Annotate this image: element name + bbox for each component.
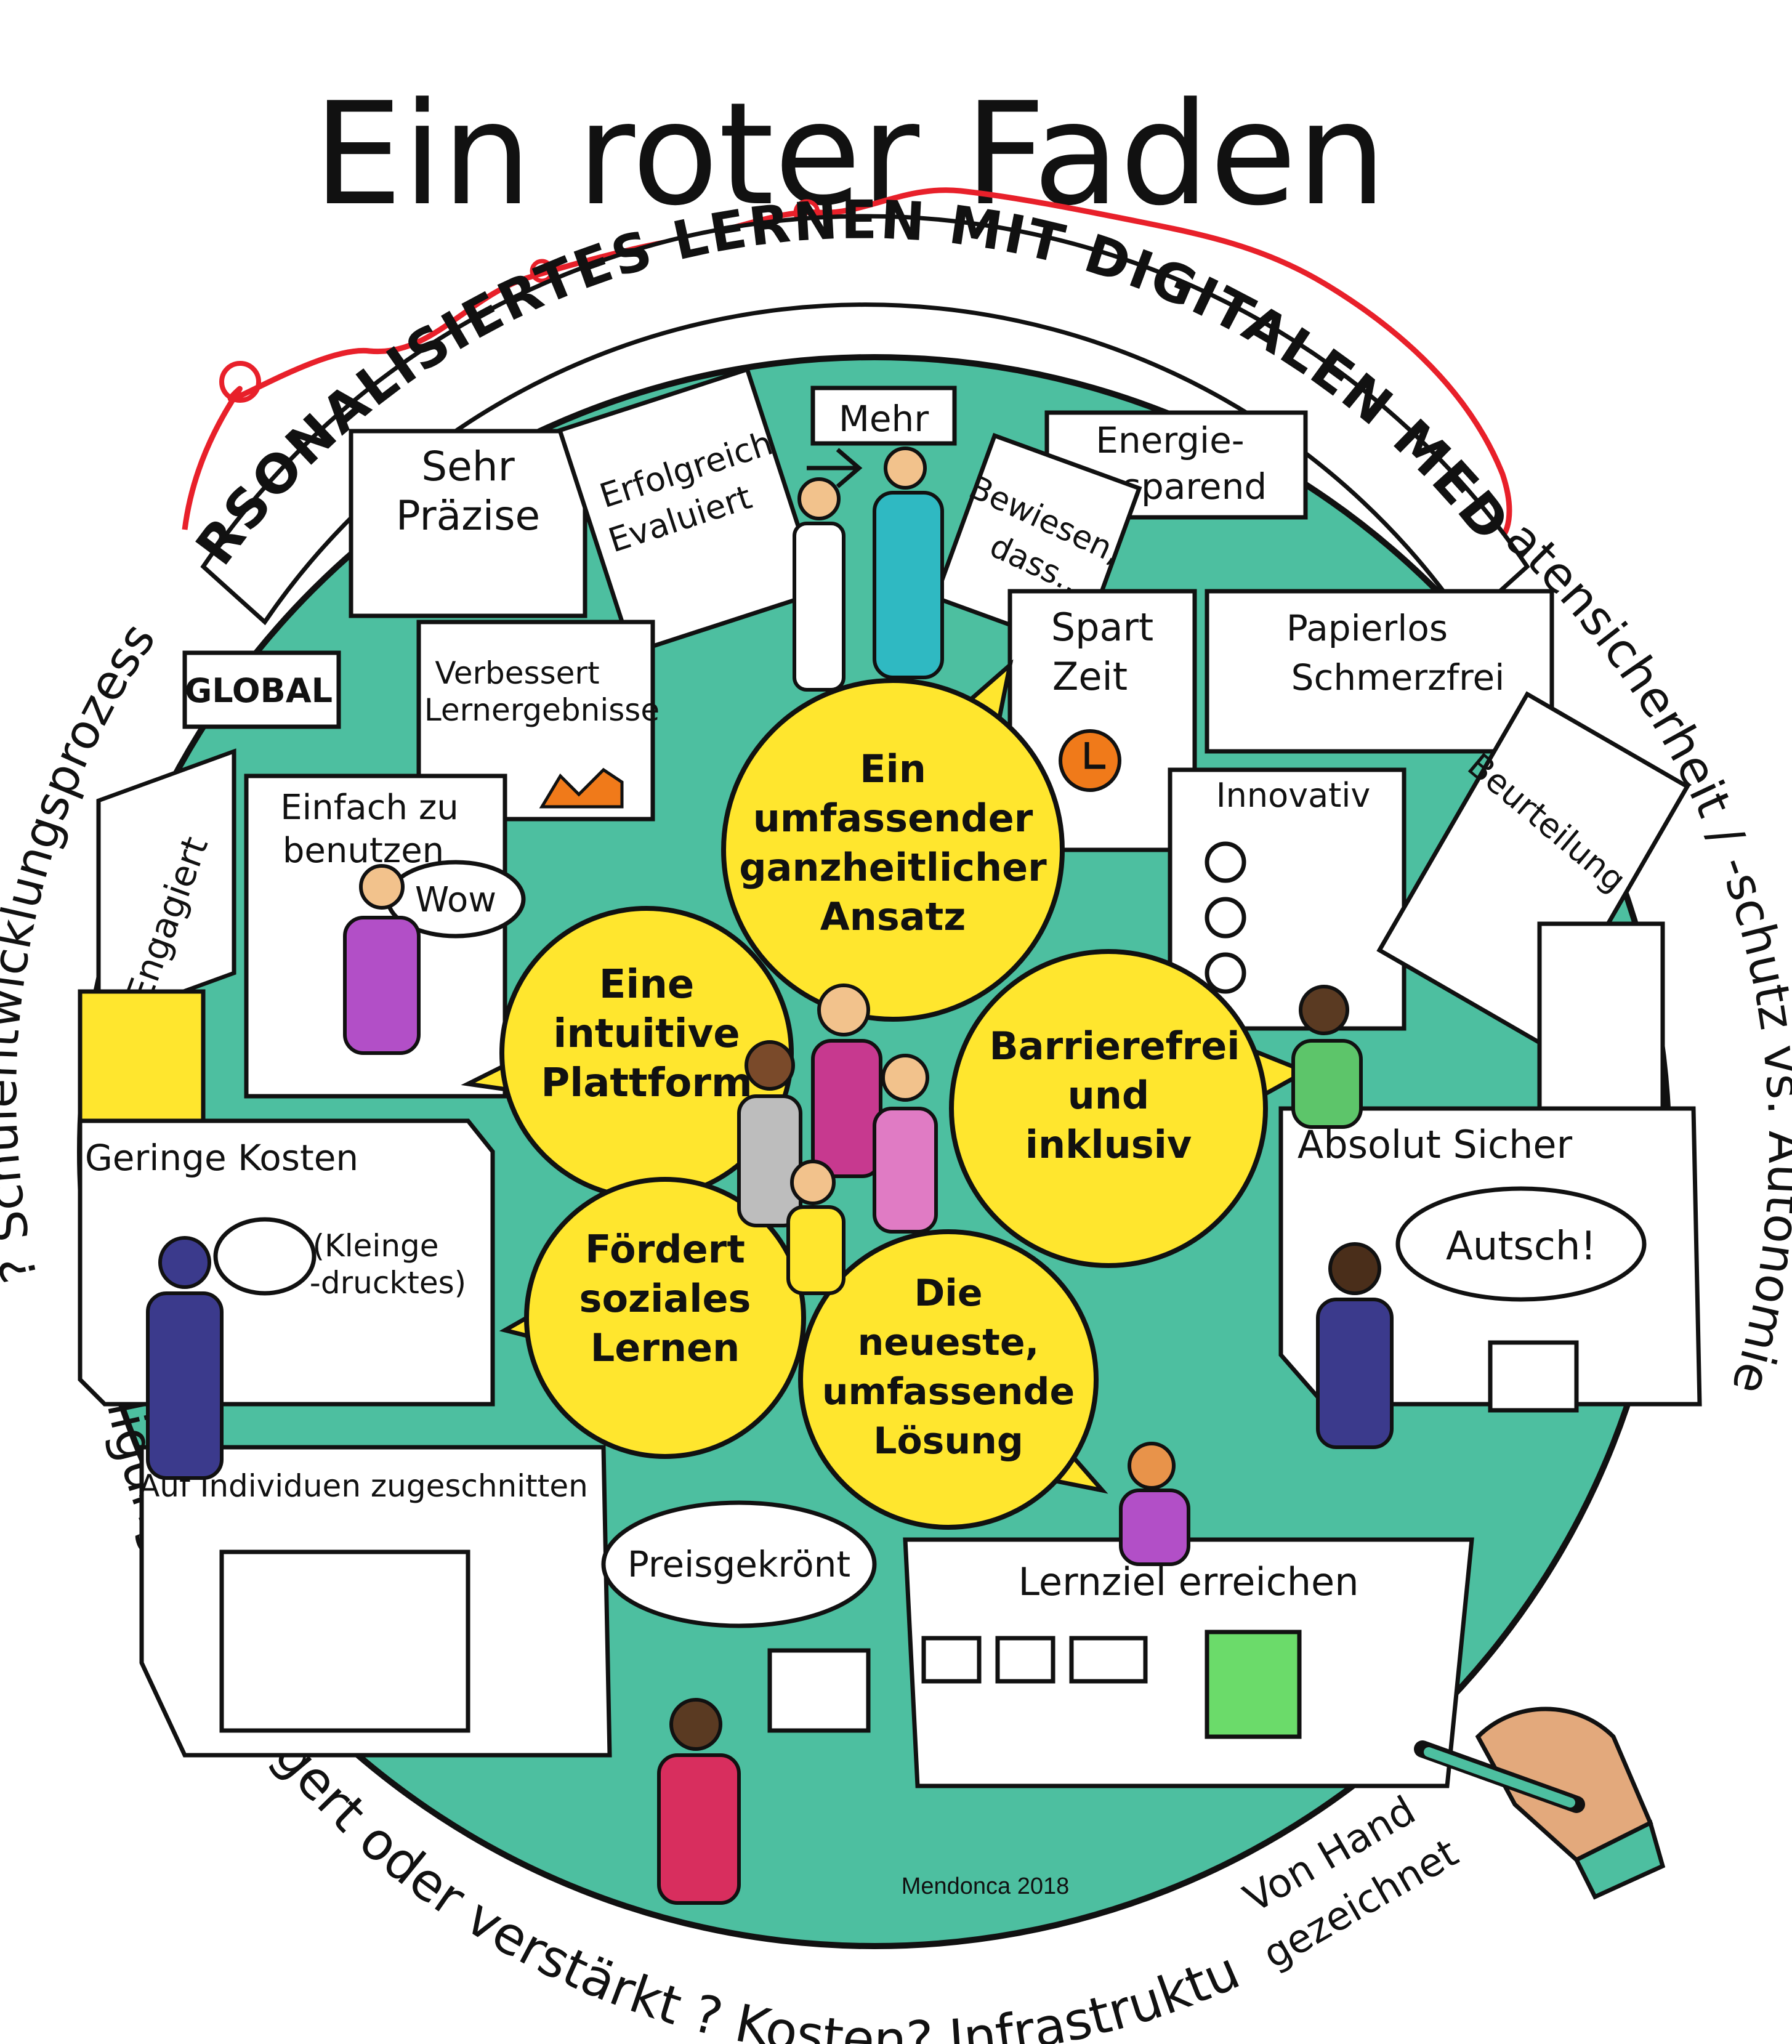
person-figure [793,477,846,692]
bubble-sozial: Fördert soziales Lernen [499,1177,806,1459]
svg-text:Plattform: Plattform [541,1060,752,1106]
bubble-intuitiv: Eine intuitive Plattform [461,906,794,1200]
svg-text:inklusiv: inklusiv [1025,1122,1192,1167]
autsch-text: Autsch! [1446,1224,1596,1269]
person-figure [1291,985,1363,1129]
sign-lernziel-text: Lernziel erreichen [1018,1559,1358,1604]
locker-box [78,989,206,1136]
arrow-right-icon [807,448,863,488]
sign-schmerzfrei-text: Schmerzfrei [1291,656,1505,698]
sign-geringe-kosten-text: Geringe Kosten [85,1137,358,1179]
photo-thumb [921,1636,982,1684]
clock-hands [1084,742,1105,769]
person-figure [1316,1242,1394,1449]
svg-text:Ansatz: Ansatz [820,894,966,939]
dial-icon [1205,841,1246,883]
heading-band [200,214,1530,626]
kiosk-screen [767,1648,871,1733]
sign-beurteilung [1376,691,1690,1046]
artist-credit: Mendonca 2018 [902,1873,1070,1899]
sign-energie-2: sparend [1123,466,1267,507]
svg-text:Barrierefrei: Barrierefrei [989,1024,1240,1068]
bubble-neueste: Die neueste, umfassende Lösung [798,1229,1108,1530]
svg-text:Lernen: Lernen [591,1325,740,1370]
sign-innovativ-text: Innovativ [1216,776,1371,815]
people-group [737,984,938,1295]
sign-mehr [810,386,957,446]
person-figure [657,1698,741,1905]
target-stand [1205,1630,1302,1739]
dial-icon [1205,897,1246,939]
svg-text:Die: Die [914,1272,982,1315]
svg-text:Lösung: Lösung [873,1420,1023,1463]
preisgekroent-bubble [601,1500,877,1628]
preisgekroent-text: Preisgekrönt [628,1543,850,1585]
svg-text:ganzheitlicher: ganzheitlicher [739,845,1047,890]
sign-einfach-2: benutzen [283,831,444,871]
sign-lernziel [903,1537,1474,1788]
sign-spart: Spart [1051,605,1154,650]
chart-mini-icon [539,767,624,809]
sign-papierlos [1205,589,1554,754]
person-figure [1119,1442,1190,1566]
sign-erfolgreich-evaluiert [557,366,823,656]
autsch-bubble [1395,1186,1647,1302]
svg-text:Eine: Eine [599,962,695,1008]
person-figure [146,1236,224,1480]
svg-text:Fördert: Fördert [585,1227,745,1272]
sign-energiesparend [1044,410,1308,520]
sign-innovativ [1168,767,1407,1031]
sign-kleinge-1: (Kleinge [312,1228,438,1264]
photo-thumb [995,1636,1055,1684]
sign-kleinge-2: -drucktes) [310,1265,466,1301]
svg-text:umfassende: umfassende [822,1370,1075,1413]
thread-knot [219,361,261,403]
sign-einfach-1: Einfach zu [280,788,458,828]
svg-text:soziales: soziales [579,1276,751,1321]
sign-sehr: Sehr [421,443,515,490]
thread-knot [530,259,554,283]
dial-icon [1205,952,1246,994]
sign-papierlos-text: Papierlos [1286,607,1448,649]
bubble-barrierefrei: Barrierefrei und inklusiv [949,949,1311,1268]
photo-thumb [1069,1636,1148,1684]
speech-bubble-small [213,1217,317,1296]
drawing-hand [1414,1707,1666,1900]
sign-energie-1: Energie- [1096,419,1244,461]
person-figure [873,446,944,679]
svg-text:Ein: Ein [860,746,926,791]
clock-icon [1059,729,1121,792]
sign-global [182,650,341,729]
svg-text:neueste,: neueste, [858,1321,1039,1364]
wow-text: Wow [415,880,496,920]
person-figure [343,864,421,1055]
sign-sehr-praezise [349,429,587,618]
sign-lernergebnisse-text: Lernergebnisse [424,692,660,728]
bubble-ganzheitlich: Ein umfassender ganzheitlicher Ansatz [721,659,1065,1022]
whiteboard [219,1549,470,1733]
sign-mehr-text: Mehr [839,398,929,440]
svg-text:umfassender: umfassender [753,796,1033,841]
sign-verbessert-text: Verbessert [435,655,599,691]
sign-global-text: GLOBAL [185,671,333,710]
svg-text:und: und [1068,1073,1150,1118]
sign-zeit: Zeit [1052,654,1128,699]
sign-praezise: Präzise [396,492,540,539]
sign-absolut-sicher-text: Absolut Sicher [1298,1122,1573,1167]
cabinet [1537,921,1665,1136]
svg-text:intuitive: intuitive [553,1011,740,1057]
monitor-icon [1488,1340,1579,1413]
